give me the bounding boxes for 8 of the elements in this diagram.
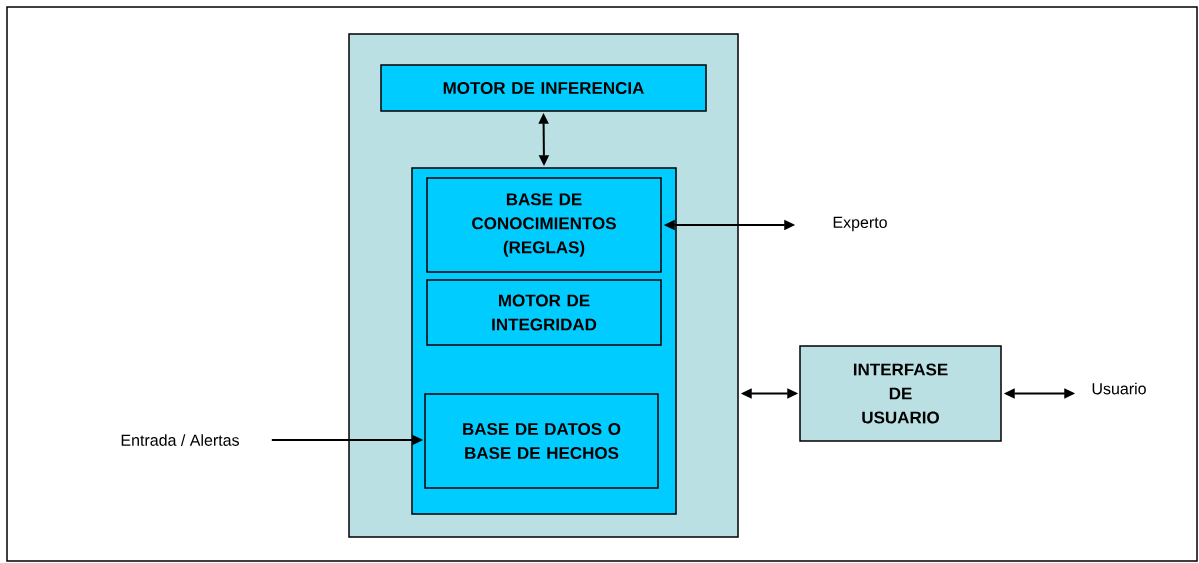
module-box: BASE DE CONOCIMIENTOS (REGLAS) [426, 177, 662, 273]
module-box: MOTOR DE INFERENCIA [380, 64, 707, 112]
module-box: MOTOR DE INTEGRIDAD [426, 279, 662, 346]
label-text: Experto [833, 216, 887, 232]
panel: INTERFASE DE USUARIO [799, 345, 1002, 442]
module-box: BASE DE DATOS O BASE DE HECHOS [424, 393, 659, 489]
label-text: Usuario [1092, 382, 1146, 395]
label-text: Entrada / Alertas [121, 434, 239, 446]
